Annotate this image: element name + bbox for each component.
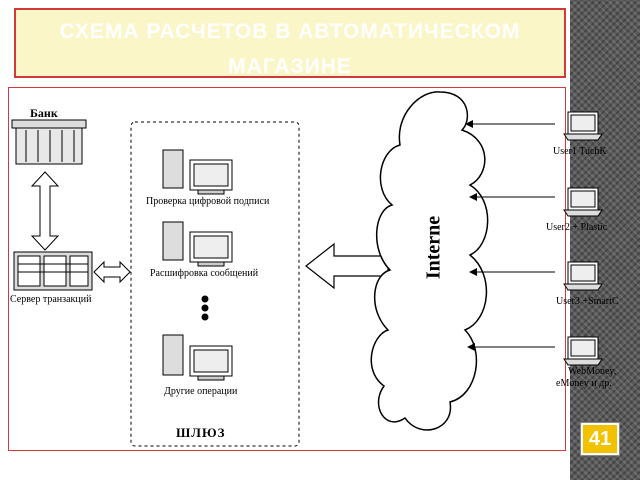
user1-label: User1 TuchK — [553, 146, 607, 157]
server-gateway-arrow — [93, 260, 131, 284]
user4-label-line1: WebMoney, — [568, 366, 617, 377]
gateway-label: ШЛЮЗ — [176, 425, 226, 440]
internet-label: Interne — [422, 215, 445, 280]
laptop-icon-user4 — [563, 336, 603, 366]
computer-icon-signature — [162, 149, 233, 195]
slide-title: СХЕМА РАСЧЕТОВ В АВТОМАТИЧЕСКОМ МАГАЗИНЕ — [14, 8, 566, 78]
gateway-item-decryption: Расшифровка сообщений — [150, 268, 259, 279]
gateway-box — [130, 121, 300, 447]
internet-cloud — [370, 91, 489, 431]
user3-label: User3 +SmartC — [556, 296, 619, 307]
bank-server-arrow — [30, 171, 60, 251]
ellipsis-dots — [201, 295, 209, 321]
bank-icon — [11, 119, 87, 165]
slide-title-line2: МАГАЗИНЕ — [228, 55, 352, 78]
internet-gateway-arrow — [305, 242, 389, 290]
decorative-stripe — [570, 0, 640, 480]
page-number-badge: 41 — [581, 423, 619, 455]
user2-label: User2 + Plastic — [546, 222, 608, 233]
computer-icon-other — [162, 334, 233, 381]
transaction-server-icon — [13, 251, 93, 291]
computer-icon-decryption — [162, 221, 233, 267]
laptop-icon-user3 — [563, 261, 603, 291]
laptop-icon-user1 — [563, 111, 603, 141]
gateway-item-signature: Проверка цифровой подписи — [146, 196, 270, 207]
bank-label: Банк — [30, 106, 58, 120]
gateway-item-other: Другие операции — [164, 386, 238, 397]
laptop-icon-user2 — [563, 187, 603, 217]
slide-title-line1: СХЕМА РАСЧЕТОВ В АВТОМАТИЧЕСКОМ — [59, 20, 521, 43]
user4-label-line2: eMoney и др. — [556, 378, 612, 389]
transaction-server-label: Сервер транзакций — [10, 294, 92, 305]
